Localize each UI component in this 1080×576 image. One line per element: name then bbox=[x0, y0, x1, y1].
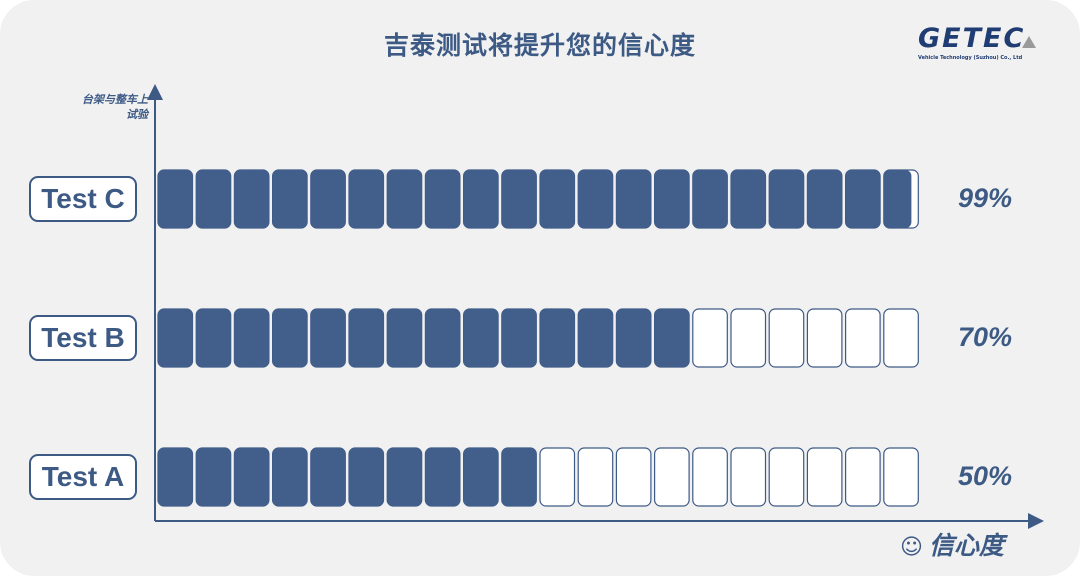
bar-segment bbox=[653, 447, 690, 507]
bar-segment bbox=[577, 447, 614, 507]
value-label-test-c: 99% bbox=[957, 183, 1013, 213]
bar-segment-fill bbox=[234, 170, 269, 228]
bar-segment-fill bbox=[310, 170, 346, 228]
bar-segment bbox=[844, 308, 881, 368]
y-axis-label-line: 台架与整车上 bbox=[82, 93, 148, 106]
bar-segment bbox=[768, 447, 805, 507]
bar-segment-fill bbox=[349, 448, 384, 506]
bar-segment bbox=[539, 447, 576, 507]
bar-segment bbox=[692, 308, 728, 368]
bar-segment-fill bbox=[196, 448, 231, 506]
bar-segment-fill bbox=[425, 170, 460, 228]
bar-segment bbox=[806, 447, 843, 507]
chart-title: 吉泰测试将提升您的信心度 bbox=[383, 31, 696, 60]
bar-segment-fill bbox=[158, 448, 193, 506]
getec-logo: GETEC Vehicle Technology (Suzhou) Co., L… bbox=[918, 24, 1038, 64]
bar-segment-fill bbox=[578, 309, 613, 367]
bar-segment bbox=[615, 447, 652, 507]
bar-segment-fill bbox=[616, 309, 651, 367]
category-label-test-b: Test B bbox=[29, 315, 137, 361]
bar-segment-fill bbox=[425, 309, 460, 367]
bar-segment-fill bbox=[463, 170, 499, 228]
bar-segment-fill bbox=[272, 170, 308, 228]
bar-segment-fill bbox=[731, 170, 766, 228]
bar-segment-fill bbox=[196, 170, 231, 228]
value-label-test-b: 70% bbox=[957, 322, 1013, 352]
bar-segment bbox=[730, 447, 767, 507]
category-label-test-a: Test A bbox=[29, 454, 137, 500]
bar-segment-fill bbox=[654, 309, 690, 367]
bar-segment bbox=[806, 308, 843, 368]
x-axis-label: ☺信心度 bbox=[900, 526, 1004, 562]
bar-segment-fill bbox=[501, 170, 537, 228]
bar-segment-fill bbox=[387, 448, 422, 506]
bar-segment-fill bbox=[769, 170, 804, 228]
category-label-test-c: Test C bbox=[29, 176, 137, 222]
bar-segment-fill bbox=[578, 170, 613, 228]
bar-segment-fill bbox=[501, 309, 537, 367]
bar-segment-fill bbox=[310, 309, 346, 367]
bar-segment-fill bbox=[349, 309, 384, 367]
bar-segment-fill bbox=[807, 170, 842, 228]
y-axis-label-line: 试验 bbox=[126, 108, 148, 121]
bar-segment-fill bbox=[234, 309, 269, 367]
value-label-test-a: 50% bbox=[957, 461, 1013, 491]
bar-segment bbox=[844, 447, 881, 507]
bar-segment-fill bbox=[158, 309, 193, 367]
bar-segment bbox=[692, 447, 728, 507]
bar-segment-fill bbox=[463, 448, 499, 506]
logo-subtext: Vehicle Technology (Suzhou) Co., Ltd bbox=[918, 55, 1023, 61]
bars-group bbox=[157, 169, 919, 507]
bar-segment-fill bbox=[234, 448, 269, 506]
bar-segment bbox=[883, 308, 919, 368]
bar-segment-fill bbox=[883, 170, 912, 228]
bar-segment-fill bbox=[654, 170, 690, 228]
bar-segment-fill bbox=[845, 170, 881, 228]
bar-segment-fill bbox=[387, 170, 422, 228]
bar-segment-fill bbox=[692, 170, 728, 228]
bar-segment-fill bbox=[158, 170, 193, 228]
bar-segment-fill bbox=[540, 309, 575, 367]
bar-segment bbox=[768, 308, 805, 368]
bar-segment-fill bbox=[272, 309, 308, 367]
bar-segment-fill bbox=[387, 309, 422, 367]
bar-segment-fill bbox=[616, 170, 651, 228]
bar-segment bbox=[730, 308, 767, 368]
y-axis-label: 台架与整车上 试验 bbox=[40, 92, 148, 122]
bar-segment-fill bbox=[501, 448, 537, 506]
bar-segment-fill bbox=[272, 448, 308, 506]
logo-triangle-icon bbox=[1022, 36, 1036, 48]
bar-segment bbox=[883, 447, 919, 507]
logo-text: GETEC bbox=[918, 23, 1026, 54]
bar-segment-fill bbox=[540, 170, 575, 228]
bar-segment-fill bbox=[196, 309, 231, 367]
bar-segment-fill bbox=[425, 448, 460, 506]
bar-segment-fill bbox=[463, 309, 499, 367]
bar-segment-fill bbox=[310, 448, 346, 506]
smiley-icon: ☺ bbox=[900, 535, 923, 560]
bar-segment-fill bbox=[349, 170, 384, 228]
x-axis-label-text: 信心度 bbox=[928, 531, 1004, 560]
